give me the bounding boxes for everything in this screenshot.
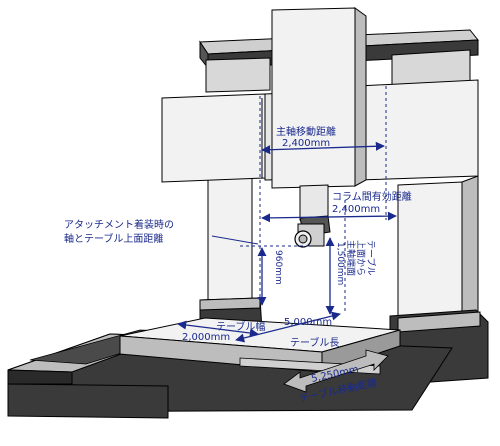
- table-length-value: 5,000mm: [284, 317, 332, 328]
- attachment-head: [294, 223, 325, 248]
- spindle-to-table-line2: 上面から: [355, 240, 366, 276]
- spindle-travel-arrow: [261, 141, 385, 155]
- right-column: [389, 49, 489, 385]
- table-length-label: テーブル長: [290, 336, 339, 349]
- table-width-value: 2,000mm: [182, 332, 230, 343]
- column-distance-value: 2,400mm: [332, 204, 380, 215]
- table-travel-arrow: [283, 349, 389, 393]
- spindle-travel-value: 2,400mm: [282, 138, 330, 149]
- attachment-value: 960mm: [273, 250, 283, 285]
- spindle-travel-label: 主軸移動距離: [276, 125, 336, 138]
- column-distance-arrow: [261, 211, 397, 223]
- table-length-arrow: [235, 311, 341, 343]
- attachment-label-line2: 軸とテーブル上面距離: [64, 232, 163, 245]
- column-distance-label: コラム間有効距離: [332, 190, 412, 203]
- dimension-arrows: [177, 141, 397, 343]
- spindle-to-table-line1: テーブル: [365, 240, 377, 275]
- spindle-to-table-line3: 主軸端面: [345, 240, 357, 276]
- table-width-label: テーブル幅: [216, 320, 265, 333]
- attachment-label-line1: アタッチメント着装時の: [64, 218, 174, 231]
- leader-line: [211, 235, 259, 245]
- spindle-to-table-value: 1,500mm: [335, 242, 345, 285]
